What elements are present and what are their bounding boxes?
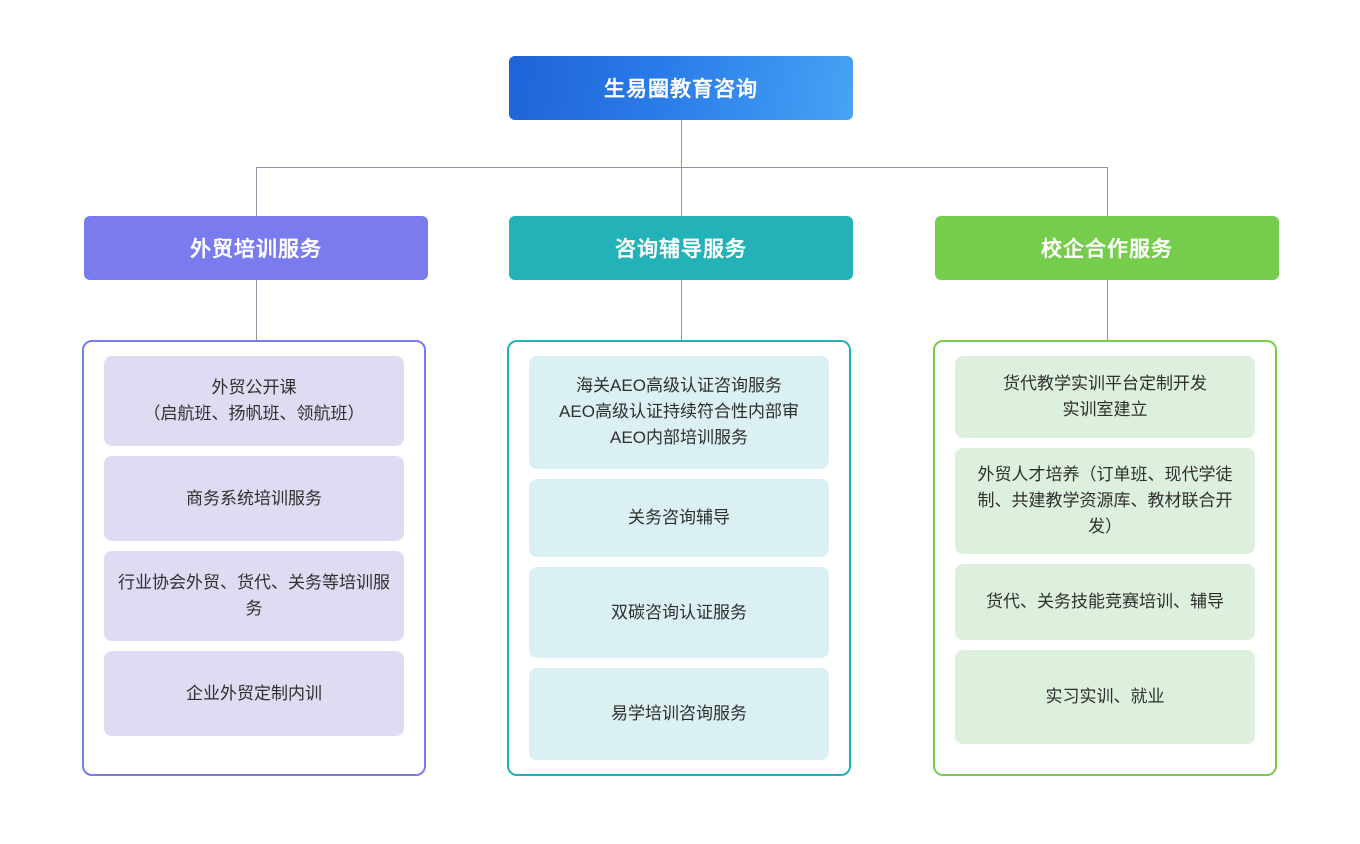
branch-header-consulting-tutoring[interactable]: 咨询辅导服务 xyxy=(509,216,853,280)
connector-root-down xyxy=(681,120,682,167)
service-item[interactable]: 易学培训咨询服务 xyxy=(529,668,829,760)
service-item[interactable]: 外贸公开课 （启航班、扬帆班、领航班） xyxy=(104,356,404,446)
service-item[interactable]: 货代、关务技能竞赛培训、辅导 xyxy=(955,564,1255,640)
connector-bus-to-branch-2 xyxy=(1107,167,1108,216)
root-node-education-consulting[interactable]: 生易圈教育咨询 xyxy=(509,56,853,120)
connector-branch-1-to-group xyxy=(681,280,682,340)
connector-branch-0-to-group xyxy=(256,280,257,340)
service-item[interactable]: 行业协会外贸、货代、关务等培训服务 xyxy=(104,551,404,641)
branch-group-school-enterprise: 货代教学实训平台定制开发 实训室建立 外贸人才培养（订单班、现代学徒制、共建教学… xyxy=(933,340,1277,776)
branch-header-label: 校企合作服务 xyxy=(1041,238,1173,261)
service-item[interactable]: 海关AEO高级认证咨询服务 AEO高级认证持续符合性内部审 AEO内部培训服务 xyxy=(529,356,829,469)
service-item[interactable]: 商务系统培训服务 xyxy=(104,456,404,541)
root-node-label: 生易圈教育咨询 xyxy=(604,78,758,101)
service-item[interactable]: 双碳咨询认证服务 xyxy=(529,566,829,659)
connector-bus-to-branch-0 xyxy=(256,167,257,216)
branch-header-school-enterprise[interactable]: 校企合作服务 xyxy=(935,216,1279,280)
branch-group-consulting-tutoring: 海关AEO高级认证咨询服务 AEO高级认证持续符合性内部审 AEO内部培训服务 … xyxy=(507,340,851,776)
branch-group-foreign-trade-training: 外贸公开课 （启航班、扬帆班、领航班） 商务系统培训服务 行业协会外贸、货代、关… xyxy=(82,340,426,776)
service-item[interactable]: 货代教学实训平台定制开发 实训室建立 xyxy=(955,356,1255,438)
service-item[interactable]: 实习实训、就业 xyxy=(955,650,1255,744)
service-item[interactable]: 关务咨询辅导 xyxy=(529,478,829,557)
service-item[interactable]: 外贸人才培养（订单班、现代学徒制、共建教学资源库、教材联合开发） xyxy=(955,448,1255,554)
branch-header-label: 咨询辅导服务 xyxy=(615,238,747,261)
service-item[interactable]: 企业外贸定制内训 xyxy=(104,651,404,736)
connector-branch-2-to-group xyxy=(1107,280,1108,340)
branch-header-foreign-trade-training[interactable]: 外贸培训服务 xyxy=(84,216,428,280)
branch-header-label: 外贸培训服务 xyxy=(190,238,322,261)
connector-bus-to-branch-1 xyxy=(681,167,682,216)
